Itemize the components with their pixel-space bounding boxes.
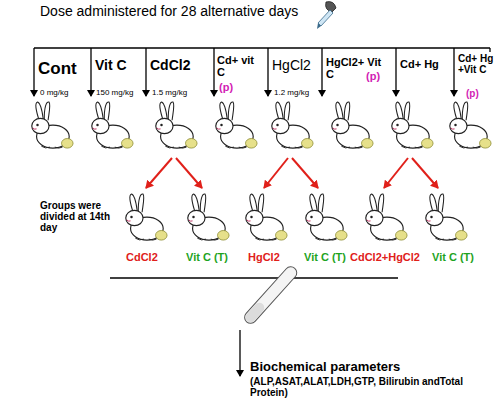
note-label: Groups were divided at 14th day [40, 200, 114, 233]
dose-label: 0 mg/kg [40, 89, 68, 98]
subgroup-label: CdCl2 [126, 251, 158, 263]
result-arrow [239, 330, 240, 376]
group-label: HgCl2 [272, 58, 311, 73]
protective-mark: (p) [366, 70, 380, 82]
dose-label: 150 mg/kg [96, 89, 133, 98]
group-label: HgCl2+ Vit C [326, 56, 390, 80]
group-label: Cd+ Hg +Vit C [458, 53, 496, 75]
dropper-icon [317, 2, 336, 29]
group-label: Vit C [95, 58, 127, 73]
title: Dose administered for 28 alternative day… [40, 4, 298, 19]
test-tube [242, 264, 299, 326]
subgroup-label: CdCl2+HgCl2 [350, 251, 420, 263]
dose-label: 1.2 mg/kg [274, 89, 309, 98]
subgroup-label: Vit C (T) [432, 251, 474, 263]
division-arrows [146, 158, 438, 188]
subgroup-label: HgCl2 [248, 251, 280, 263]
group-label: CdCl2 [150, 58, 190, 73]
group-label: Cont [38, 60, 77, 79]
protective-mark: (p) [219, 81, 233, 93]
protective-mark: (p) [466, 88, 479, 99]
subgroup-label: Vit C (T) [304, 251, 346, 263]
subgroup-label: Vit C (T) [186, 251, 228, 263]
collection-line [110, 277, 398, 278]
rabbit-row [32, 102, 491, 148]
result-heading: Biochemical parameters [250, 360, 400, 374]
result-list: (ALP,ASAT,ALAT,LDH,GTP, Bilirubin andTot… [250, 376, 490, 398]
group-label: Cd+ vit C [217, 54, 259, 78]
rabbit-row-divided [126, 194, 467, 240]
group-label: Cd+ Hg [400, 58, 439, 70]
dose-label: 1.5 mg/kg [152, 89, 187, 98]
